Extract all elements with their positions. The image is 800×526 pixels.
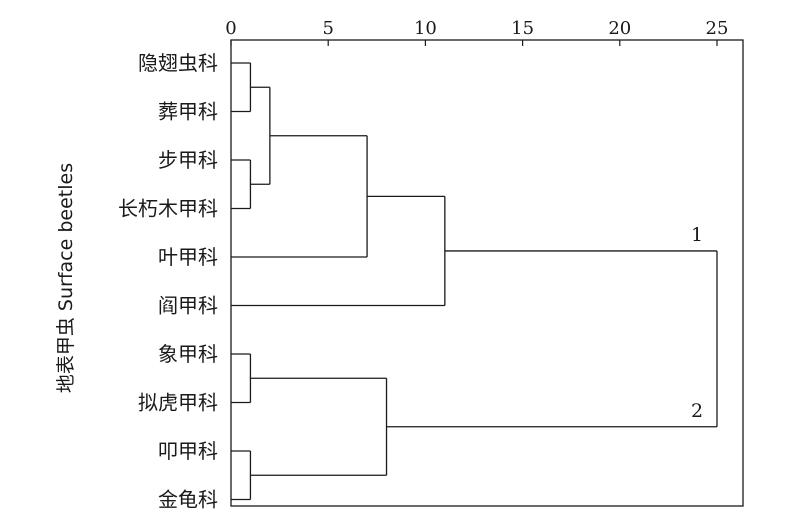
cluster-label: 1 bbox=[691, 224, 703, 246]
leaf-label: 阎甲科 bbox=[158, 294, 218, 318]
x-tick-label: 20 bbox=[608, 18, 631, 39]
leaf-label: 步甲科 bbox=[158, 148, 218, 172]
x-tick-label: 0 bbox=[225, 18, 236, 39]
leaf-label: 拟虎甲科 bbox=[138, 391, 218, 415]
x-tick-label: 15 bbox=[511, 18, 534, 39]
leaf-label: 隐翅虫科 bbox=[138, 51, 218, 75]
x-tick-label: 5 bbox=[322, 18, 333, 39]
x-tick-label: 25 bbox=[706, 18, 729, 39]
leaf-label: 象甲科 bbox=[158, 342, 218, 366]
y-axis-title: 地表甲虫 Surface beetles bbox=[55, 163, 77, 393]
plot-frame bbox=[230, 39, 744, 507]
dendrogram-links bbox=[231, 62, 718, 501]
x-tick-label: 10 bbox=[414, 18, 437, 39]
cluster-label: 2 bbox=[691, 400, 703, 422]
leaf-label: 金龟科 bbox=[158, 488, 218, 512]
cluster-labels: 12 bbox=[691, 224, 703, 422]
leaf-label: 葬甲科 bbox=[158, 100, 218, 124]
x-axis-ticks: 0 5 10 15 20 25 bbox=[225, 18, 728, 46]
leaf-label: 长朽木甲科 bbox=[118, 197, 218, 221]
leaf-label: 叶甲科 bbox=[158, 245, 218, 269]
leaf-label: 叩甲科 bbox=[158, 439, 218, 463]
